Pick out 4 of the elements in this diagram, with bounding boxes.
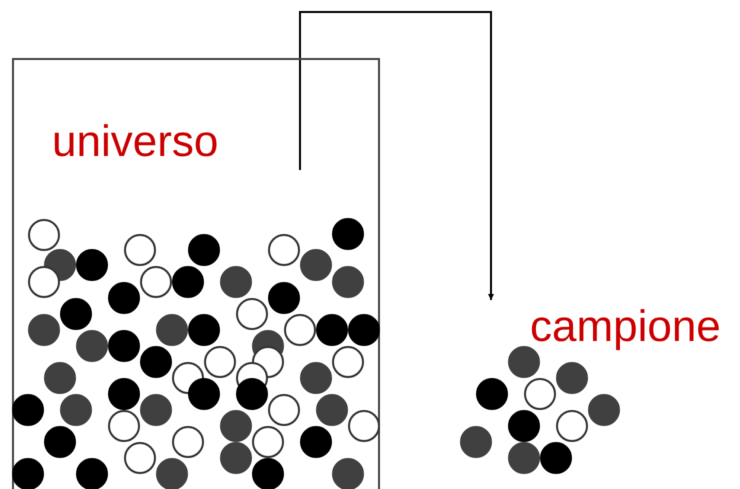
node-label: campione: [530, 302, 721, 352]
arrow: [299, 11, 494, 300]
container-box: [12, 58, 380, 489]
node-label: universo: [52, 117, 218, 167]
